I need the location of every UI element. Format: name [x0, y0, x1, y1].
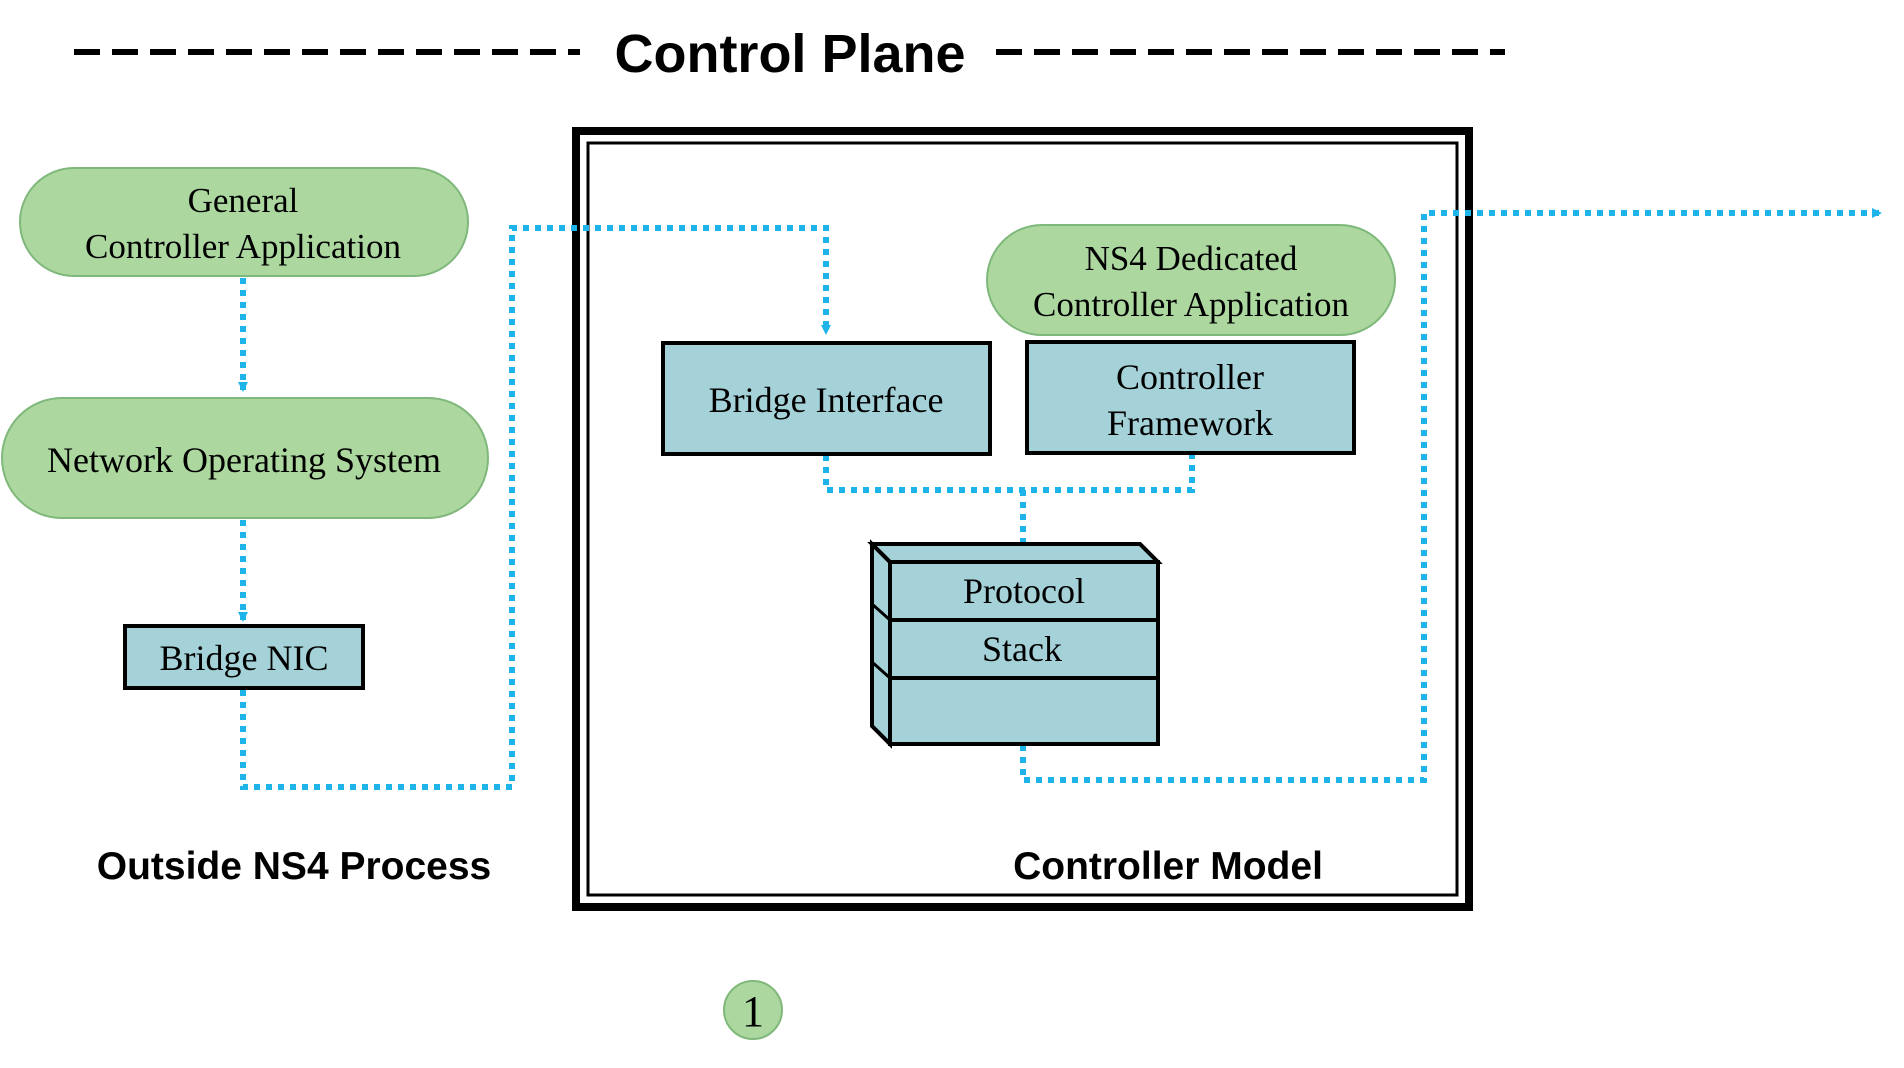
frame-outer — [572, 127, 1473, 911]
region-label-controller-model: Controller Model — [1013, 845, 1323, 888]
controller-framework-shape — [1025, 340, 1356, 455]
control-plane-header: Control Plane — [74, 24, 1505, 84]
protocol-stack-line1: Protocol — [963, 571, 1085, 611]
ns4-app-line1: NS4 Dedicated — [1085, 239, 1298, 278]
protocol-stack-side-edge-2 — [871, 660, 891, 680]
arrow-stack-out — [1020, 208, 1882, 783]
bridge-nic-shape — [123, 624, 365, 690]
general-app-line1: General — [188, 181, 299, 220]
bridge-nic-label: Bridge NIC — [160, 638, 329, 678]
bridge-nic: Bridge NIC — [123, 624, 365, 690]
protocol-stack-side — [870, 539, 892, 749]
connectors — [238, 208, 1882, 790]
bridge-interface: Bridge Interface — [661, 341, 992, 456]
nos-shape — [1, 397, 489, 519]
bridge-interface-label: Bridge Interface — [709, 380, 944, 420]
controller-framework-line2: Framework — [1107, 403, 1273, 443]
ns4-app-shape — [986, 224, 1396, 336]
nos-label: Network Operating System — [47, 440, 441, 480]
protocol-stack: Protocol Stack — [867, 539, 1163, 749]
frame-inner — [586, 141, 1459, 897]
general-app-shape — [19, 167, 469, 277]
protocol-stack-layer-1 — [888, 560, 1160, 622]
page-marker: 1 — [723, 980, 783, 1040]
controller-framework-line1: Controller — [1116, 357, 1264, 397]
page-title: Control Plane — [614, 24, 965, 84]
network-operating-system: Network Operating System — [1, 397, 489, 519]
page-marker-number: 1 — [742, 987, 764, 1036]
protocol-stack-top — [867, 542, 1163, 564]
controller-model-frame — [572, 127, 1473, 911]
controller-framework: Controller Framework — [1025, 340, 1356, 455]
protocol-stack-layer-2 — [888, 618, 1160, 680]
protocol-stack-layer-3 — [888, 676, 1160, 746]
protocol-stack-line2: Stack — [982, 629, 1062, 669]
ns4-dedicated-controller-application: NS4 Dedicated Controller Application — [986, 224, 1396, 336]
region-label-outside: Outside NS4 Process — [97, 845, 492, 888]
protocol-stack-side-edge-1 — [871, 602, 891, 622]
page-marker-circle — [723, 980, 783, 1040]
general-controller-application: General Controller Application — [19, 167, 469, 277]
general-app-line2: Controller Application — [85, 227, 401, 266]
ns4-app-line2: Controller Application — [1033, 285, 1349, 324]
connector-interface-framework — [823, 455, 1195, 493]
bridge-interface-shape — [661, 341, 992, 456]
